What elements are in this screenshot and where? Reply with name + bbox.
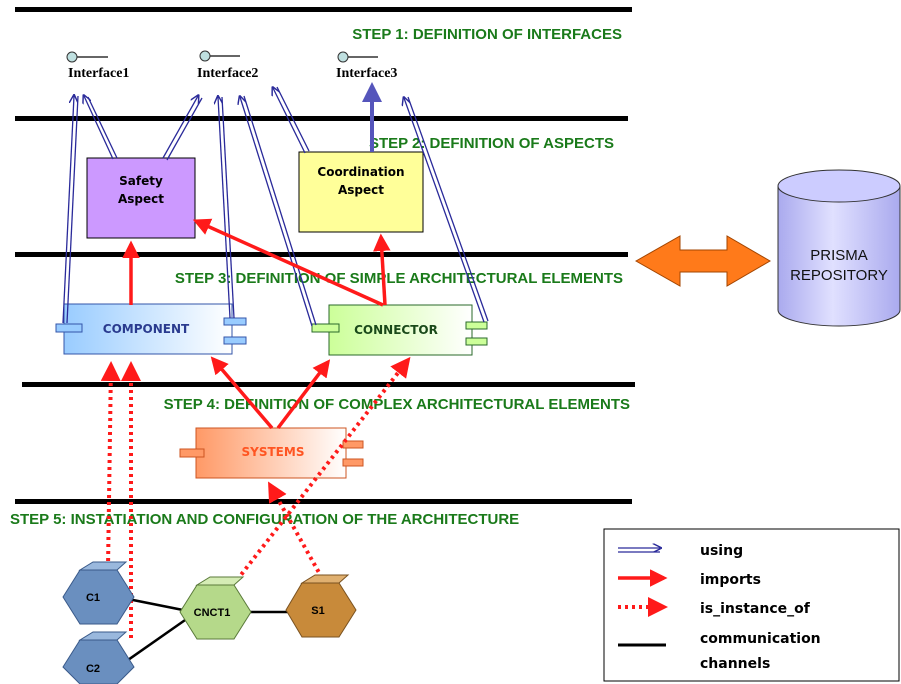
instance-s1-systems: [268, 481, 324, 579]
interface-2-label: Interface2: [197, 66, 258, 81]
repository-exchange-arrow: [634, 235, 771, 287]
prisma-repository: PRISMA REPOSITORY: [777, 169, 901, 327]
coordination-aspect-line2: Aspect: [338, 183, 384, 197]
systems-port-right-1: [342, 440, 364, 449]
systems-port-right-2: [342, 458, 364, 467]
instance-cnct1-connector: [235, 356, 411, 582]
safety-aspect-line2: Aspect: [118, 192, 164, 206]
using-arrows: [62, 87, 489, 327]
coordination-aspect-line1: Coordination: [317, 165, 404, 179]
legend-channel-label-2: channels: [700, 656, 770, 672]
legend-channel-label-1: communication: [700, 631, 821, 647]
step-3-title: STEP 3: DEFINITION OF SIMPLE ARCHITECTUR…: [175, 270, 623, 287]
step-5-title: STEP 5: INSTATIATION AND CONFIGURATION O…: [10, 511, 519, 528]
imports-systems-component: [210, 356, 274, 430]
interface-2: Interface2: [197, 50, 258, 81]
instance-cnct1: CNCT1: [179, 576, 252, 640]
separator-1: [15, 7, 632, 12]
interface-3-icon: [337, 51, 349, 63]
instance-c1-component: [100, 361, 121, 569]
separator-3: [15, 252, 628, 257]
repository-icon: [777, 169, 901, 203]
component-port-right-2: [223, 336, 247, 345]
imports-connector-coordination: [373, 233, 391, 306]
using-connector-to-interface2: [240, 97, 313, 327]
instance-s1: S1: [285, 574, 357, 638]
instance-c1: C1: [62, 561, 135, 625]
connector-element: CONNECTOR: [311, 304, 488, 356]
legend-instance-label: is_instance_of: [700, 601, 811, 617]
interface-1-label: Interface1: [68, 66, 129, 81]
systems-port-left: [179, 448, 205, 458]
interface-1: Interface1: [66, 51, 129, 81]
instance-s1-label: S1: [311, 605, 324, 617]
repository-line2: REPOSITORY: [790, 267, 888, 284]
separator-5: [15, 499, 632, 504]
using-component-to-interface2: [218, 97, 231, 319]
interface-3-label: Interface3: [336, 66, 397, 81]
imports-systems-connector: [276, 359, 331, 430]
component-port-left: [55, 323, 83, 333]
instance-c2-label: C2: [86, 663, 100, 675]
safety-aspect: Safety Aspect: [86, 157, 196, 239]
safety-aspect-line1: Safety: [119, 174, 163, 188]
using-connector-to-interface3: [404, 98, 485, 323]
interface-1-icon: [66, 51, 78, 63]
systems-element: SYSTEMS: [179, 427, 364, 479]
imports-arrows: [122, 218, 391, 430]
coordination-aspect: Coordination Aspect: [298, 151, 424, 233]
step-1-title: STEP 1: DEFINITION OF INTERFACES: [352, 26, 622, 43]
imports-connector-safety: [192, 218, 384, 307]
using-component-to-interface1: [62, 96, 74, 324]
repository-line1: PRISMA: [810, 247, 868, 264]
legend-imports-label: imports: [700, 572, 761, 588]
systems-label: SYSTEMS: [242, 445, 305, 459]
instance-c2: C2: [62, 631, 135, 684]
connector-port-right-1: [465, 321, 488, 330]
component-label: COMPONENT: [103, 322, 190, 336]
interface-2-icon: [199, 50, 211, 62]
component-port-right-1: [223, 317, 247, 326]
instance-cnct1-label: CNCT1: [194, 607, 231, 619]
connector-port-left: [311, 323, 340, 333]
using-safety-to-interface1: [84, 96, 114, 160]
connector-port-right-2: [465, 337, 488, 346]
separator-4: [22, 382, 635, 387]
instance-arrows: [100, 356, 411, 638]
separator-2: [15, 116, 628, 121]
using-safety-to-interface2: [162, 96, 198, 159]
component-element: COMPONENT: [55, 303, 247, 355]
legend: using imports is_instance_of communicati…: [603, 528, 900, 682]
step-4-title: STEP 4: DEFINITION OF COMPLEX ARCHITECTU…: [164, 396, 630, 413]
legend-using-label: using: [700, 543, 743, 559]
connector-label: CONNECTOR: [354, 323, 438, 337]
using-coordination-to-interface2: [273, 88, 306, 154]
instance-c1-label: C1: [86, 592, 100, 604]
step-2-title: STEP 2: DEFINITION OF ASPECTS: [369, 135, 614, 152]
interface-3: Interface3: [336, 51, 397, 81]
